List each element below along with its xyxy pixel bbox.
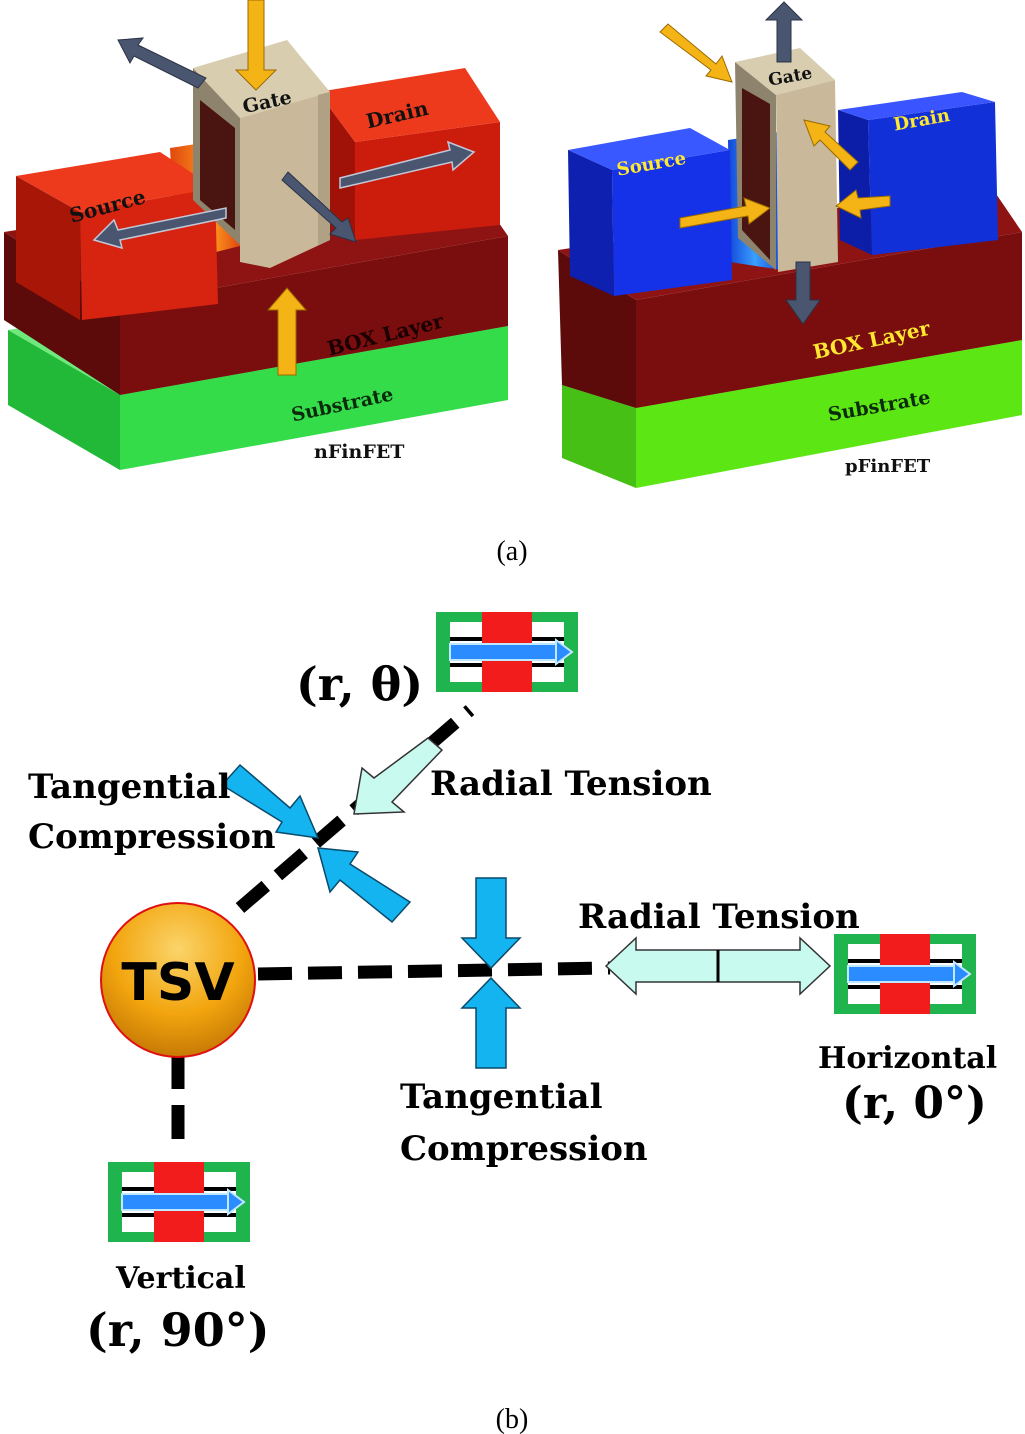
n-box-front (120, 236, 508, 395)
p-left-compressive-arrow (679, 197, 772, 229)
n-gate-opening (200, 100, 235, 230)
horizontal-line (257, 961, 611, 981)
n-upleft-tensile-arrow (117, 37, 207, 89)
n-diag-tensile-arrow (281, 171, 357, 243)
diag-tangential-label-2: Compression (28, 817, 276, 857)
nfinfet-title: nFinFET (314, 441, 404, 463)
n-gate-down-arrow (234, 0, 278, 91)
tsv-circle (100, 902, 256, 1058)
pfinfet-title: pFinFET (845, 456, 931, 477)
n-left-tensile-arrow (92, 207, 227, 250)
nfinfet-stress-arrows (92, 0, 476, 376)
p-substrate-front (636, 340, 1022, 488)
vertical-position-label: (r, 90°) (86, 1303, 269, 1357)
horiz-tangential-arrow-top (460, 877, 522, 970)
p-gate-front (776, 80, 838, 272)
caption-b: (b) (496, 1404, 529, 1434)
diag-tangential-arrow-upper (220, 763, 320, 839)
p-box-down-arrow (785, 261, 821, 325)
horizontal-stress (460, 877, 832, 1069)
horiz-tangential-arrow-bottom (460, 976, 522, 1069)
tsv-label: TSV (121, 953, 234, 1013)
p-drain-top (838, 92, 995, 120)
n-drain-top (318, 68, 500, 142)
pfinfet-device (558, 48, 1022, 488)
n-substrate-front (120, 326, 508, 470)
n-substrate-side (8, 330, 120, 470)
diag-position-label: (r, θ) (296, 657, 423, 711)
p-source-side (568, 150, 614, 296)
transistor-icon-diagonal (435, 611, 579, 693)
p-right-compressive-arrow (835, 189, 891, 219)
diag-tangential-label-1: Tangential (28, 767, 231, 807)
n-box-up-arrow (266, 287, 308, 376)
n-right-tensile-arrow (339, 140, 476, 189)
n-source-side (16, 176, 80, 320)
p-gate-top (735, 48, 835, 95)
p-drain-side (838, 110, 872, 255)
diagonal-stress (220, 737, 444, 924)
transistor-icon-horizontal (833, 933, 977, 1015)
horiz-radial-label: Radial Tension (578, 897, 860, 937)
transistor-icon-vertical (107, 1161, 251, 1243)
diag-tangential-arrow-lower (316, 847, 412, 924)
horizontal-label: Horizontal (818, 1041, 997, 1076)
n-gate-right-edge (318, 92, 330, 245)
horiz-tangential-label-2: Compression (400, 1129, 648, 1169)
p-gate-up-arrow (764, 1, 804, 63)
horizontal-position-label: (r, 0°) (842, 1078, 987, 1129)
p-substrate-side (562, 385, 636, 488)
p-source-front (612, 150, 732, 296)
p-gate-opening (742, 88, 770, 260)
p-source-top (568, 128, 730, 170)
n-drain-front (355, 122, 500, 240)
n-source-top (16, 152, 215, 212)
horiz-tangential-label-1: Tangential (400, 1077, 603, 1117)
p-drain-front (868, 102, 998, 255)
vertical-label: Vertical (115, 1261, 246, 1296)
p-box-front (636, 232, 1022, 408)
caption-a: (a) (496, 536, 527, 567)
p-diag-compressive-arrow (803, 119, 859, 171)
diag-radial-label: Radial Tension (430, 764, 712, 804)
pfinfet-stress-arrows (659, 1, 891, 325)
tsv-via: TSV (100, 902, 256, 1058)
diag-radial-arrow (353, 737, 444, 815)
p-topleft-compressive-arrow (659, 23, 733, 83)
